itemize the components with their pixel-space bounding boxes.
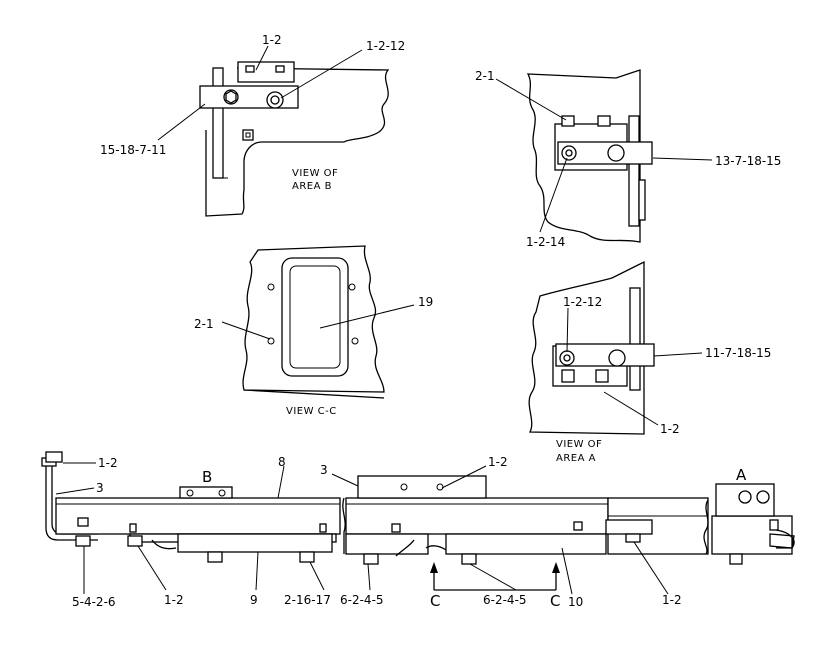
label-main-10: 10: [568, 595, 583, 609]
section-mark-right-c: C: [550, 592, 560, 610]
label-main-2-16-17: 2-16-17: [284, 593, 331, 607]
label-main-3-left: 3: [96, 481, 104, 495]
label-view-cc-left: 2-1: [194, 317, 214, 331]
label-area-a-upper-bottom: 1-2-14: [526, 235, 565, 249]
caption-area-b-line1: VIEW OF: [292, 168, 338, 179]
caption-area-a-line1: VIEW OF: [556, 439, 602, 450]
label-area-b-bolt-right: 1-2-12: [366, 39, 405, 53]
label-area-b-top-bolt: 1-2: [262, 33, 282, 47]
view-area-b: 1-2 1-2-12 15-18-7-11 VIEW OF AREA B: [100, 33, 405, 217]
label-area-a-lower-top: 1-2-12: [563, 295, 602, 309]
caption-area-b-line2: AREA B: [292, 181, 332, 192]
caption-view-cc: VIEW C-C: [286, 406, 337, 417]
label-area-a-upper-right: 13-7-18-15: [715, 154, 781, 168]
label-main-5-4-2-6: 5-4-2-6: [72, 595, 116, 609]
marker-area-a: A: [736, 466, 747, 484]
leader-area-b-right: [280, 49, 363, 99]
label-view-cc-right: 19: [418, 295, 433, 309]
label-area-b-lower-left: 15-18-7-11: [100, 143, 166, 157]
view-area-a-upper: 2-1 1-2-14 13-7-18-15: [475, 69, 781, 249]
label-main-9: 9: [250, 593, 258, 607]
label-area-a-lower-right: 11-7-18-15: [705, 346, 771, 360]
label-area-a-upper-top-left: 2-1: [475, 69, 495, 83]
view-c-c: 2-1 19 VIEW C-C: [194, 245, 433, 417]
label-main-8: 8: [278, 455, 286, 469]
label-main-6-2-4-5-a: 6-2-4-5: [340, 593, 384, 607]
label-main-6-2-4-5-b: 6-2-4-5: [483, 593, 527, 607]
label-main-1-2-mid: 1-2: [488, 455, 508, 469]
label-main-1-2-bottom-right: 1-2: [662, 593, 682, 607]
leader-area-b-top: [255, 45, 269, 71]
label-main-3-mid: 3: [320, 463, 328, 477]
caption-area-a-line2: AREA A: [556, 453, 596, 464]
label-area-a-lower-bottom-right: 1-2: [660, 422, 680, 436]
label-main-1-2-bottom-left: 1-2: [164, 593, 184, 607]
marker-area-b: B: [202, 468, 212, 486]
label-main-top-left: 1-2: [98, 456, 118, 470]
section-mark-left-c: C: [430, 592, 440, 610]
view-area-a-lower: 1-2-12 11-7-18-15 1-2 VIEW OF AREA A: [528, 260, 771, 464]
main-assembly: 1-2 3 8 3 1-2 B A 5-4-2-6 1-2 9 2-16-17 …: [41, 451, 795, 610]
leader-area-b-lower: [157, 103, 206, 141]
